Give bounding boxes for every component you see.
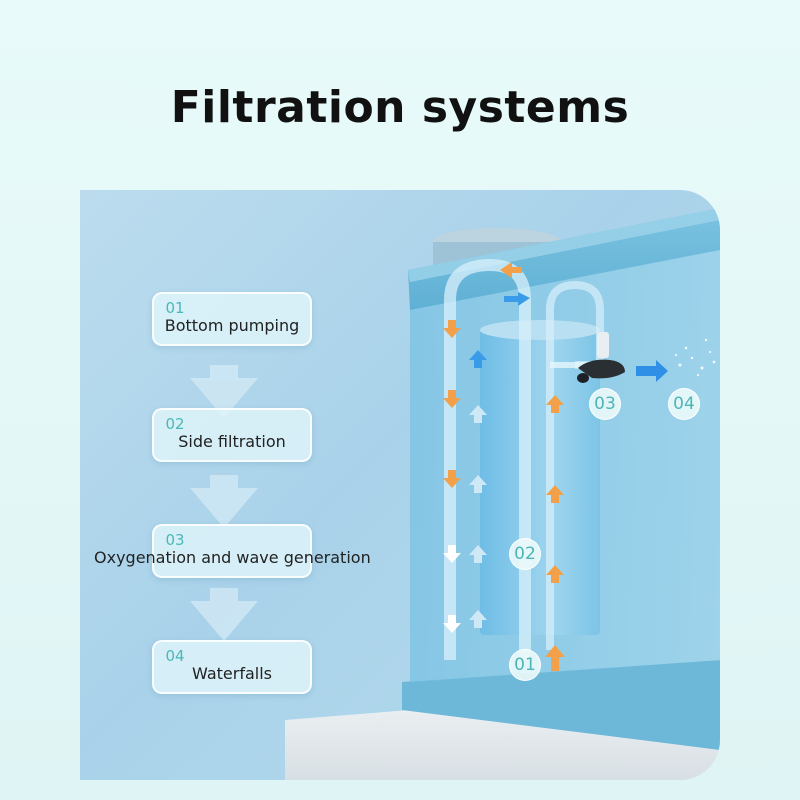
step-label: Waterfalls xyxy=(192,664,272,683)
step-number: 04 xyxy=(165,647,185,665)
illustration-panel xyxy=(80,190,720,780)
step-bottom-pumping: 01 Bottom pumping xyxy=(152,292,312,346)
step-oxygenation: 03 Oxygenation and wave generation xyxy=(94,524,371,578)
aquarium-illustration xyxy=(190,208,720,780)
step-number: 01 xyxy=(165,299,185,317)
right-arrow-icon xyxy=(504,292,530,306)
marker-04: 04 xyxy=(668,388,700,420)
page-title: Filtration systems xyxy=(170,82,630,133)
step-label: Oxygenation and wave generation xyxy=(94,548,371,567)
air-pump-icon xyxy=(597,332,609,358)
tank-bottom xyxy=(402,660,720,750)
up-arrow-icon xyxy=(469,350,487,368)
step-side-filtration: 02 Side filtration xyxy=(152,408,312,462)
up-arrow-icon xyxy=(545,395,565,671)
up-arrow-icon xyxy=(469,405,487,628)
step-waterfalls: 04 Waterfalls xyxy=(152,640,312,694)
step-label: Bottom pumping xyxy=(164,316,300,335)
down-arrow-icon xyxy=(190,365,258,641)
step-number: 03 xyxy=(165,531,185,549)
marker-03: 03 xyxy=(589,388,621,420)
step-number: 02 xyxy=(165,415,185,433)
down-arrow-icon xyxy=(443,320,461,488)
step-label: Side filtration xyxy=(178,432,286,451)
left-arrow-icon xyxy=(500,262,522,278)
marker-02: 02 xyxy=(509,538,541,570)
marker-01: 01 xyxy=(509,649,541,681)
right-arrow-icon xyxy=(636,360,668,382)
water-spray-icon xyxy=(674,338,716,377)
down-arrow-icon xyxy=(443,545,461,633)
